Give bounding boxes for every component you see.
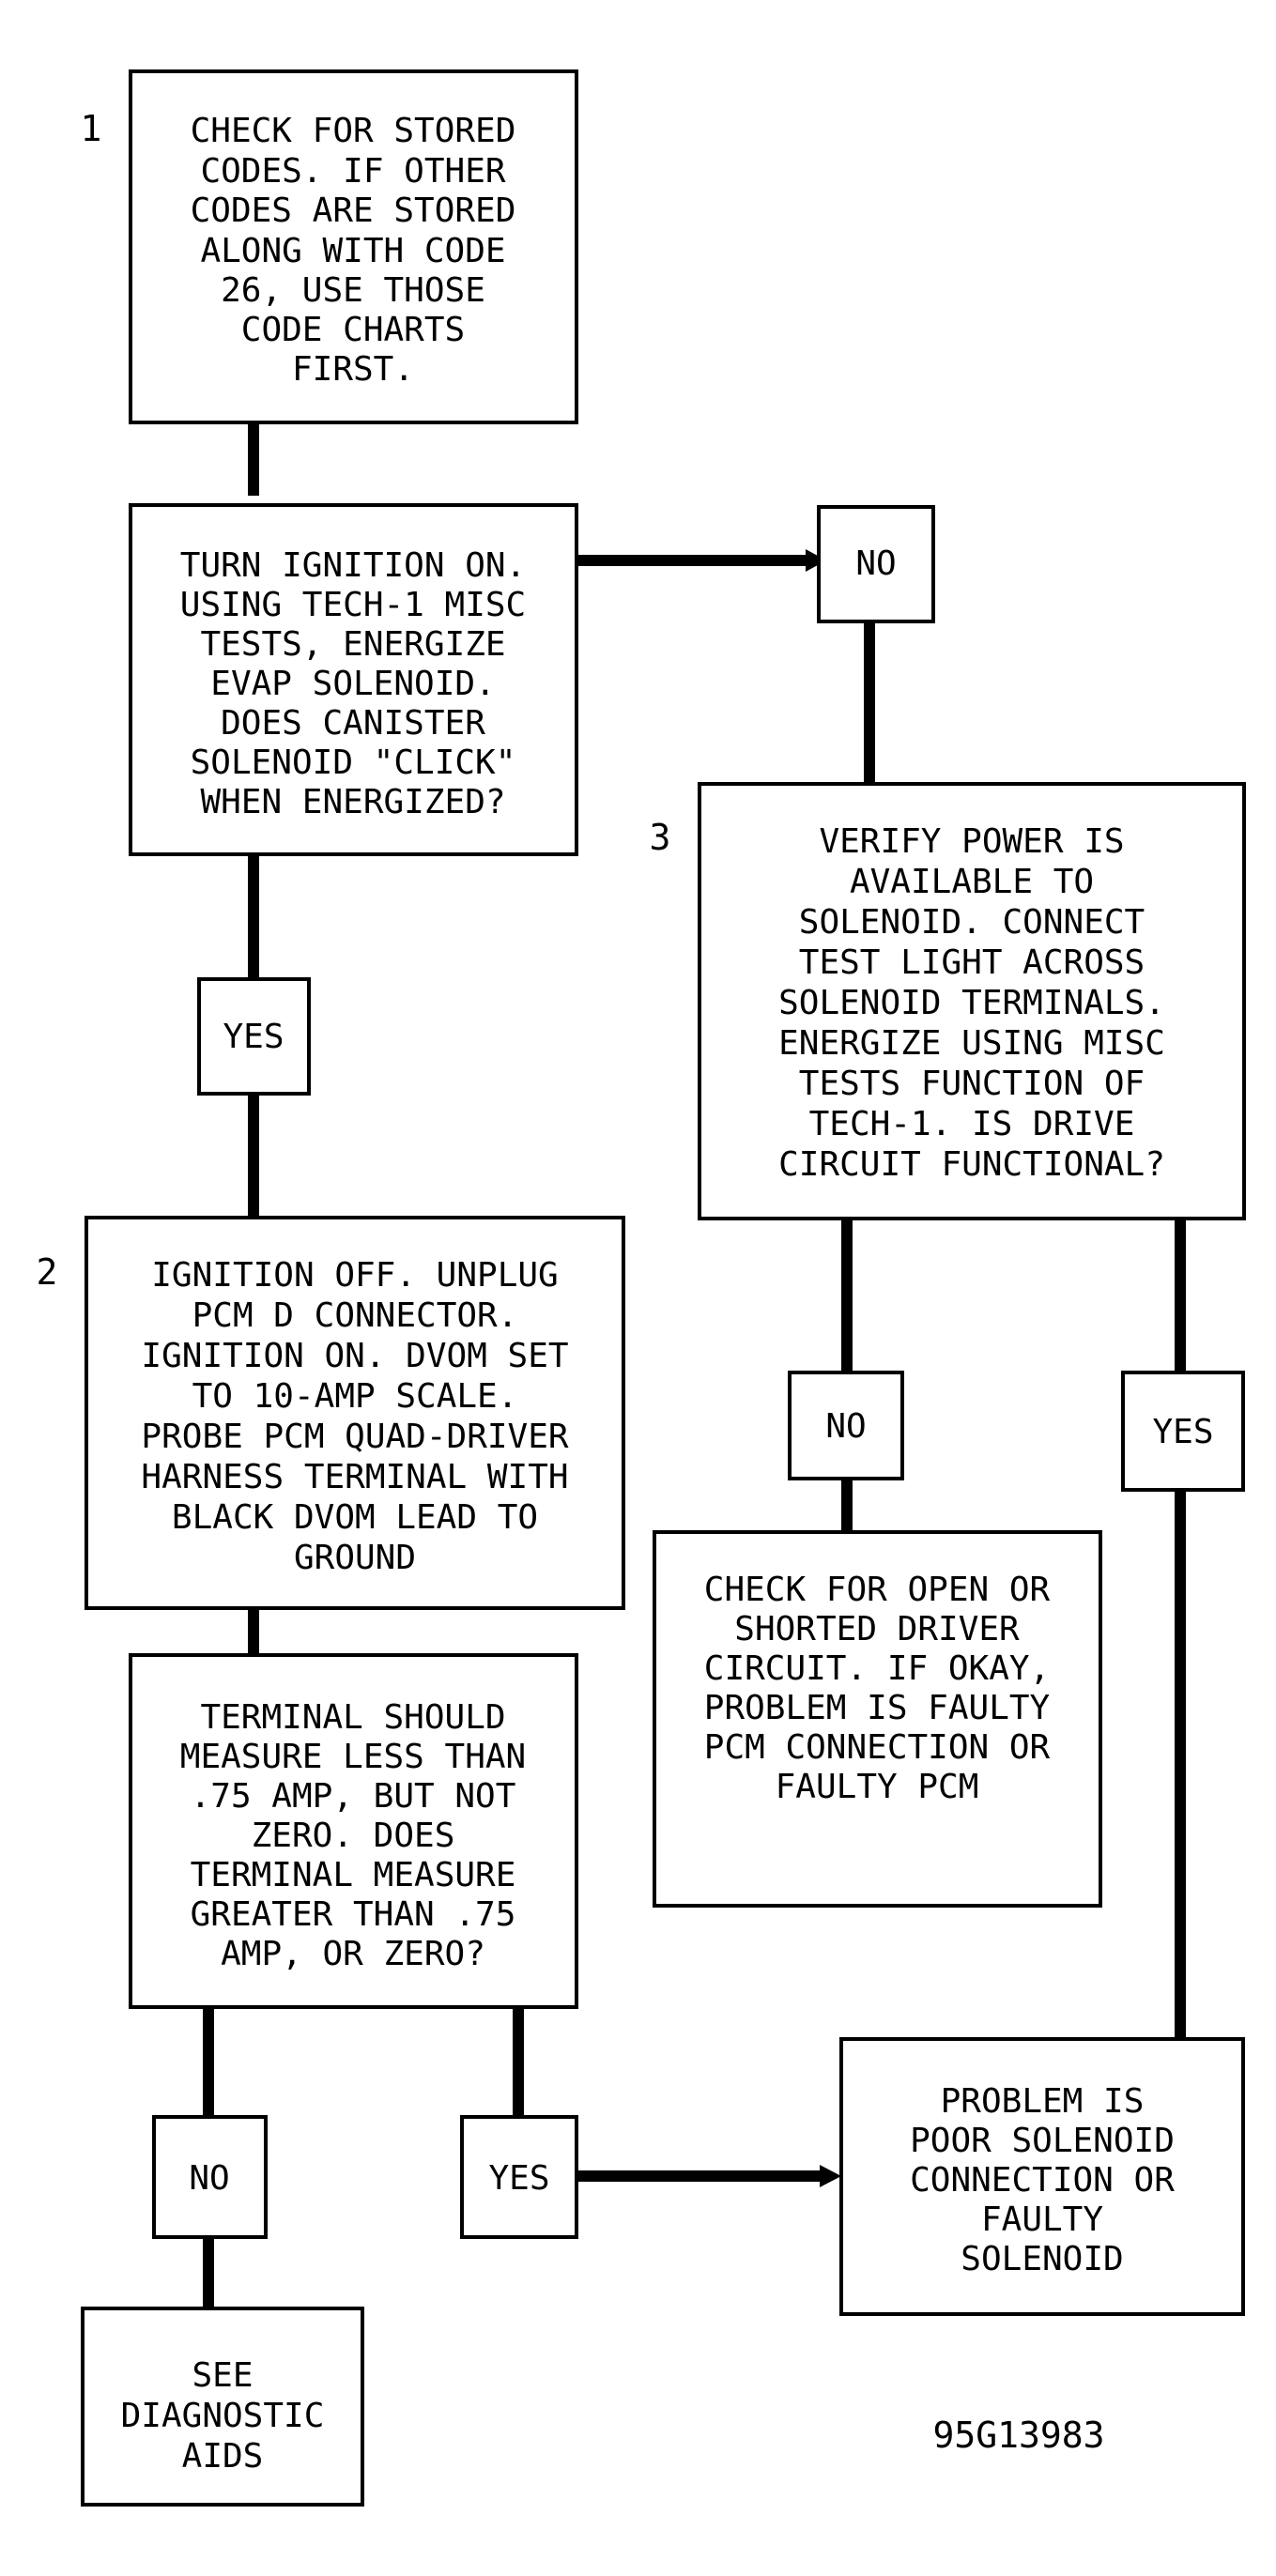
- check-open-line: CHECK FOR OPEN OR: [704, 1571, 1051, 1609]
- diag-line: SEE: [192, 2356, 253, 2395]
- no-label-2: NO: [825, 1407, 866, 1446]
- arrowhead-to-no: [806, 549, 826, 572]
- step3-line: TECH-1. IS DRIVE: [809, 1105, 1135, 1143]
- step2-line: TO 10-AMP SCALE.: [192, 1377, 518, 1416]
- step3-line: TESTS FUNCTION OF: [799, 1065, 1145, 1103]
- check-open-box: [653, 1530, 1102, 1908]
- no-box-3: [152, 2115, 268, 2239]
- arrowhead-to-problem: [820, 2165, 841, 2187]
- step3-text: VERIFY POWER IS AVAILABLE TO SOLENOID. C…: [778, 822, 1165, 1184]
- diag-box: [81, 2307, 364, 2507]
- step3-line: VERIFY POWER IS: [819, 822, 1124, 861]
- step2-line: PCM D CONNECTOR.: [192, 1296, 518, 1335]
- problem-box: [839, 2037, 1245, 2316]
- ignition-box: [129, 503, 578, 856]
- step3-line: AVAILABLE TO: [850, 863, 1094, 901]
- step2-line: GROUND: [294, 1539, 416, 1577]
- step3-line: CIRCUIT FUNCTIONAL?: [778, 1145, 1165, 1184]
- step1-line: FIRST.: [292, 350, 414, 389]
- terminal-line: MEASURE LESS THAN: [180, 1738, 526, 1776]
- figure-reference: 95G13983: [932, 2415, 1104, 2456]
- yes-label-1: YES: [223, 1018, 284, 1056]
- check-open-line: PROBLEM IS FAULTY: [704, 1689, 1051, 1727]
- ignition-line: TURN IGNITION ON.: [180, 546, 526, 585]
- diag-text: SEE DIAGNOSTIC AIDS: [121, 2356, 325, 2476]
- problem-line: POOR SOLENOID: [910, 2122, 1175, 2160]
- step2-number: 2: [37, 1251, 58, 1293]
- ignition-text: TURN IGNITION ON. USING TECH-1 MISC TEST…: [180, 546, 526, 821]
- terminal-line: AMP, OR ZERO?: [221, 1935, 485, 1973]
- step1-line: CODE CHARTS: [241, 311, 465, 349]
- step2-line: BLACK DVOM LEAD TO: [172, 1498, 538, 1537]
- step3-line: SOLENOID. CONNECT: [799, 903, 1145, 942]
- step3-line: ENERGIZE USING MISC: [778, 1024, 1165, 1063]
- ignition-line: WHEN ENERGIZED?: [200, 783, 505, 821]
- step2-text: IGNITION OFF. UNPLUG PCM D CONNECTOR. IG…: [141, 1256, 568, 1577]
- check-open-line: SHORTED DRIVER: [734, 1610, 1020, 1648]
- connectors: [203, 421, 1186, 2308]
- step1-line: 26, USE THOSE: [221, 271, 485, 310]
- ignition-line: USING TECH-1 MISC: [180, 586, 526, 624]
- no-box-2: [788, 1371, 904, 1480]
- step2-box: [85, 1216, 625, 1610]
- ignition-line: EVAP SOLENOID.: [210, 665, 495, 703]
- terminal-text: TERMINAL SHOULD MEASURE LESS THAN .75 AM…: [180, 1698, 526, 1973]
- step2-line: PROBE PCM QUAD-DRIVER: [141, 1418, 568, 1456]
- no-box-1: [817, 505, 935, 623]
- terminal-line: TERMINAL SHOULD: [200, 1698, 505, 1737]
- terminal-line: .75 AMP, BUT NOT: [191, 1777, 516, 1816]
- step2-line: IGNITION OFF. UNPLUG: [151, 1256, 558, 1295]
- step1-box: [129, 69, 578, 424]
- terminal-line: GREATER THAN .75: [191, 1895, 516, 1934]
- step2-line: HARNESS TERMINAL WITH: [141, 1458, 568, 1496]
- step3-box: [698, 782, 1246, 1220]
- terminal-box: [129, 1653, 578, 2009]
- terminal-line: TERMINAL MEASURE: [191, 1856, 516, 1894]
- yes-box-1: [197, 977, 311, 1096]
- problem-text: PROBLEM IS POOR SOLENOID CONNECTION OR F…: [910, 2082, 1175, 2278]
- step3-number: 3: [650, 817, 671, 858]
- step3-line: TEST LIGHT ACROSS: [799, 943, 1145, 982]
- problem-line: SOLENOID: [961, 2240, 1123, 2278]
- step1-line: CODES. IF OTHER: [200, 152, 505, 191]
- no-label-1: NO: [855, 544, 896, 583]
- check-open-text: CHECK FOR OPEN OR SHORTED DRIVER CIRCUIT…: [704, 1571, 1051, 1806]
- yes-box-3: [460, 2115, 578, 2239]
- ignition-line: TESTS, ENERGIZE: [200, 625, 505, 664]
- check-open-line: CIRCUIT. IF OKAY,: [704, 1649, 1050, 1688]
- problem-line: FAULTY: [981, 2200, 1103, 2239]
- no-label-3: NO: [189, 2159, 229, 2198]
- step1-line: CHECK FOR STORED: [191, 112, 516, 150]
- diag-line: DIAGNOSTIC: [121, 2397, 325, 2435]
- ignition-line: DOES CANISTER: [221, 704, 485, 743]
- problem-line: CONNECTION OR: [910, 2161, 1175, 2200]
- yes-box-2: [1121, 1371, 1245, 1492]
- check-open-line: FAULTY PCM: [776, 1768, 979, 1806]
- ignition-line: SOLENOID "CLICK": [191, 744, 516, 782]
- step1-number: 1: [81, 108, 102, 149]
- check-open-line: PCM CONNECTION OR: [704, 1728, 1051, 1767]
- step3-line: SOLENOID TERMINALS.: [778, 984, 1165, 1022]
- step1-line: CODES ARE STORED: [191, 192, 516, 230]
- diag-line: AIDS: [182, 2437, 264, 2476]
- terminal-line: ZERO. DOES: [252, 1817, 455, 1855]
- yes-label-2: YES: [1152, 1413, 1213, 1451]
- yes-label-3: YES: [488, 2159, 549, 2198]
- problem-line: PROBLEM IS: [941, 2082, 1145, 2121]
- step1-text: CHECK FOR STORED CODES. IF OTHER CODES A…: [191, 112, 516, 389]
- step1-line: ALONG WITH CODE: [200, 232, 505, 270]
- step2-line: IGNITION ON. DVOM SET: [141, 1337, 568, 1375]
